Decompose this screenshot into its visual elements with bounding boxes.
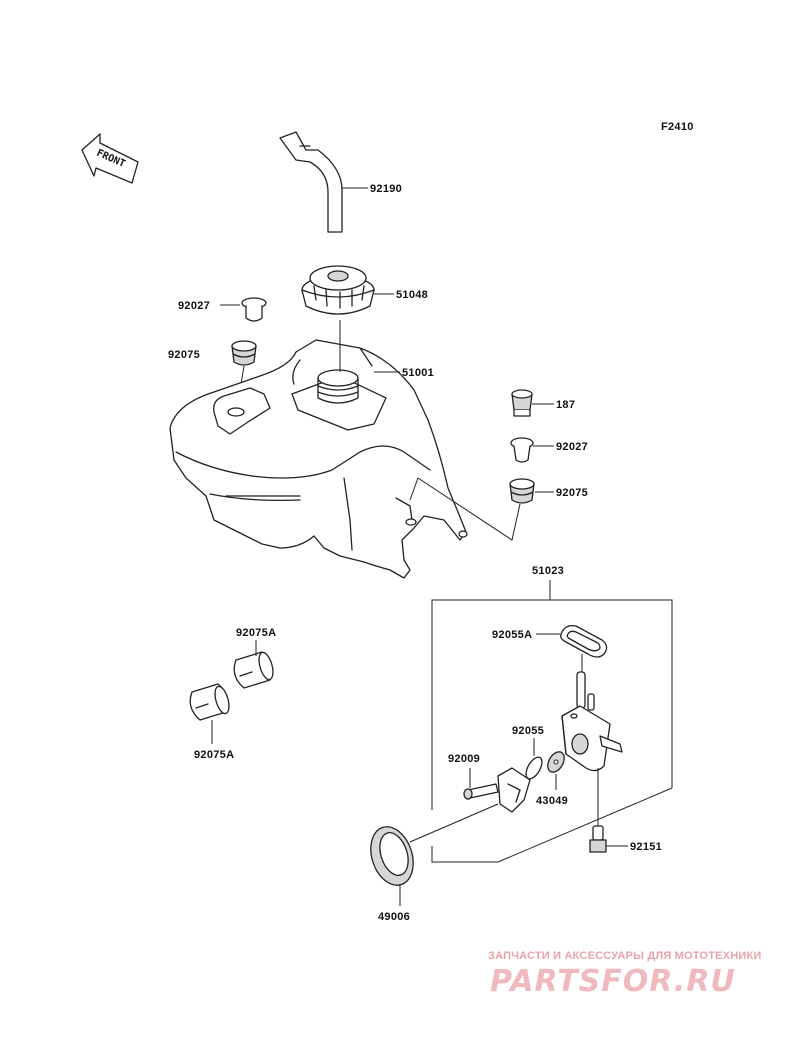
- label-bolt: 187: [556, 399, 575, 411]
- watermark-tagline: ЗАПЧАСТИ И АКСЕССУАРЫ ДЛЯ МОТОТЕХНИКИ: [488, 950, 762, 962]
- label-grommet-left: 92027: [178, 300, 210, 312]
- plate: 43049: [536, 751, 568, 807]
- fuel-cock-assembly: 51023: [431, 565, 673, 863]
- label-damper-right: 92075: [556, 487, 588, 499]
- bolt: 187: [511, 389, 575, 417]
- label-plate: 43049: [536, 795, 568, 807]
- damper-right: 92075: [509, 478, 588, 504]
- collar-upper: 92075A: [233, 627, 276, 689]
- label-hose: 92190: [370, 183, 402, 195]
- label-damper-left: 92075: [168, 349, 200, 361]
- fuel-tank-cap: 51048: [301, 265, 428, 315]
- fuel-hose: 92190: [279, 131, 402, 233]
- label-screw-bottom: 92151: [630, 841, 662, 853]
- collar-lower: 92075A: [189, 683, 234, 761]
- front-arrow-icon: FRONT: [81, 133, 139, 184]
- grommet-left: 92027: [178, 297, 267, 322]
- label-tank: 51001: [402, 367, 434, 379]
- label-collar-lower: 92075A: [194, 749, 234, 761]
- diagram-code: F2410: [661, 121, 694, 133]
- watermark-brand: PARTSFOR.RU: [490, 964, 736, 999]
- label-screw: 92009: [448, 753, 480, 765]
- gasket: 92055A: [492, 624, 608, 658]
- label-ring: 49006: [378, 911, 410, 923]
- ring: 49006: [370, 826, 414, 923]
- grommet-right: 92027: [510, 437, 588, 463]
- label-gasket: 92055A: [492, 629, 532, 641]
- label-oring: 92055: [512, 725, 544, 737]
- label-grommet-right: 92027: [556, 441, 588, 453]
- label-collar-upper: 92075A: [236, 627, 276, 639]
- screw-and-lever: 92009: [409, 753, 531, 843]
- fuel-tank: 51001: [169, 320, 521, 579]
- screw-bottom: 92151: [589, 825, 662, 853]
- label-cock-assy: 51023: [532, 565, 564, 577]
- label-cap: 51048: [396, 289, 428, 301]
- fuel-cock-body: [561, 654, 623, 826]
